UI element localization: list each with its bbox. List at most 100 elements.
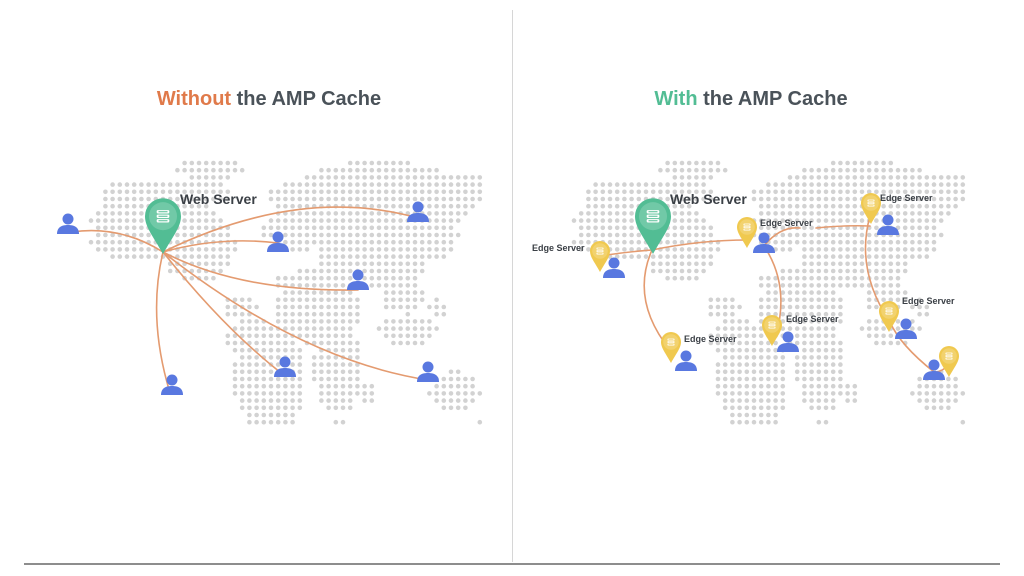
map-dot: [383, 333, 389, 339]
map-dot: [708, 261, 714, 267]
map-dot: [182, 211, 187, 216]
map-dot: [347, 405, 353, 411]
map-dot: [938, 383, 944, 389]
map-dot: [953, 175, 958, 180]
map-dot: [751, 398, 757, 403]
map-dot: [780, 311, 786, 317]
map-dot: [290, 311, 295, 317]
map-dot: [196, 175, 202, 180]
map-dot: [859, 254, 865, 259]
map-dot: [924, 232, 930, 238]
map-dot: [182, 247, 187, 252]
map-dot: [744, 326, 750, 331]
map-dot: [917, 175, 922, 180]
map-dot: [347, 333, 353, 339]
map-dot: [412, 225, 418, 231]
map-dot: [376, 218, 382, 223]
map-dot: [88, 218, 94, 223]
map-dot: [787, 175, 793, 180]
map-dot: [398, 232, 403, 238]
map-dot: [203, 203, 209, 209]
map-dot: [888, 211, 894, 216]
map-dot: [830, 268, 836, 274]
map-dot: [427, 391, 432, 396]
map-dot: [297, 333, 303, 339]
map-dot: [391, 225, 396, 231]
map-dot: [275, 203, 281, 209]
map-dot: [232, 391, 238, 396]
map-dot: [866, 261, 872, 267]
map-dot: [477, 196, 483, 202]
map-dot: [247, 369, 252, 375]
map-dot: [910, 182, 915, 187]
map-dot: [139, 182, 144, 187]
map-dot: [809, 376, 814, 382]
map-dot: [326, 355, 331, 360]
map-dot: [881, 247, 886, 252]
map-dot: [924, 391, 930, 396]
map-dot: [931, 239, 937, 245]
map-dot: [636, 182, 642, 187]
map-dot: [412, 182, 418, 187]
map-dot: [636, 254, 642, 259]
map-dot: [268, 232, 274, 238]
map-dot: [333, 333, 339, 339]
map-dot: [744, 376, 750, 382]
map-dot: [319, 362, 324, 367]
map-dot: [859, 268, 865, 274]
map-dot: [874, 175, 879, 180]
map-dot: [780, 239, 786, 245]
map-dot: [189, 254, 195, 259]
server-pin-icon: [635, 198, 671, 254]
map-dot: [304, 268, 310, 274]
map-dot: [247, 304, 252, 310]
map-dot: [369, 167, 375, 173]
map-dot: [708, 304, 714, 310]
map-dot: [838, 211, 843, 216]
map-dot: [254, 369, 259, 375]
map-dot: [398, 268, 403, 274]
map-dot: [470, 203, 475, 209]
map-dot: [412, 189, 418, 195]
map-dot: [383, 275, 389, 281]
map-dot: [362, 254, 367, 259]
map-dot: [787, 239, 793, 245]
map-dot: [902, 218, 908, 223]
map-dot: [290, 383, 295, 389]
map-dot: [953, 189, 958, 195]
map-dot: [672, 275, 678, 281]
map-dot: [802, 304, 807, 310]
map-dot: [917, 239, 922, 245]
map-dot: [931, 203, 937, 209]
user-icon: [675, 350, 697, 371]
map-dot: [340, 311, 346, 317]
map-dot: [383, 268, 389, 274]
map-dot: [261, 333, 267, 339]
map-dot: [622, 247, 627, 252]
map-dot: [701, 247, 706, 252]
map-dot: [405, 333, 411, 339]
map-dot: [730, 333, 735, 339]
map-dot: [593, 225, 598, 231]
map-dot: [441, 304, 447, 310]
map-dot: [419, 189, 425, 195]
map-dot: [874, 182, 879, 187]
map-dot: [254, 355, 259, 360]
map-dot: [275, 275, 281, 281]
map-dot: [895, 254, 901, 259]
edge-server-pin-icon: [590, 241, 610, 272]
map-dot: [881, 203, 886, 209]
map-dot: [275, 340, 281, 346]
map-dot: [773, 290, 778, 295]
map-dot: [261, 398, 267, 403]
map-dot: [326, 268, 331, 274]
map-dot: [751, 405, 757, 411]
map-dot: [419, 261, 425, 267]
map-dot: [477, 419, 483, 425]
map-dot: [434, 254, 439, 259]
map-dot: [830, 340, 836, 346]
map-dot: [355, 211, 360, 216]
map-dot: [117, 189, 123, 195]
map-dot: [780, 283, 786, 288]
map-dot: [902, 225, 908, 231]
